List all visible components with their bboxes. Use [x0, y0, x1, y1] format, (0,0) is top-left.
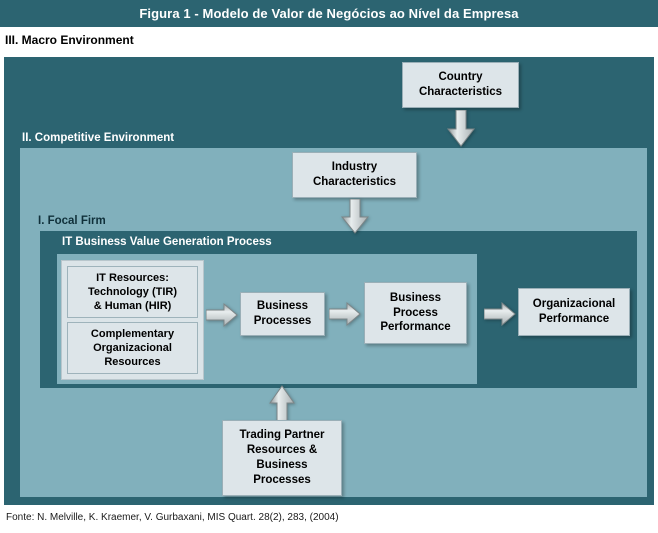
focal-firm-label: I. Focal Firm — [38, 215, 106, 227]
node-organizational-performance: Organizacional Performance — [518, 288, 630, 336]
business-process-performance-line-2: Process — [393, 306, 438, 319]
complementary-line-2: Organizacional — [93, 341, 172, 354]
macro-environment-label: III. Macro Environment — [5, 33, 134, 47]
industry-line-2: Characteristics — [312, 176, 397, 188]
node-business-process-performance: Business Process Performance — [364, 282, 467, 344]
country-line-2: Characteristics — [418, 86, 503, 98]
arrow-country-down — [446, 110, 476, 147]
it-resources-line-3: & Human (HIR) — [93, 300, 172, 313]
source-citation: Fonte: N. Melville, K. Kraemer, V. Gurba… — [6, 512, 339, 523]
resource-group-frame: IT Resources: Technology (TIR) & Human (… — [61, 260, 204, 380]
trading-line-3: Business — [256, 459, 308, 471]
node-it-resources: IT Resources: Technology (TIR) & Human (… — [67, 266, 198, 318]
complementary-line-1: Complementary — [90, 327, 175, 340]
organizational-performance-line-1: Organizacional — [532, 298, 616, 311]
industry-line-1: Industry — [331, 161, 378, 174]
competitive-environment-label: II. Competitive Environment — [22, 132, 175, 144]
arrow-performance-to-organizational — [484, 302, 516, 326]
node-complementary-resources: Complementary Organizacional Resources — [67, 322, 198, 374]
trading-line-1: Trading Partner — [239, 429, 325, 442]
it-resources-line-1: IT Resources: — [96, 271, 169, 284]
figure-title: Figura 1 - Modelo de Valor de Negócios a… — [0, 0, 658, 27]
arrow-industry-down — [340, 199, 370, 234]
country-line-1: Country — [438, 71, 483, 84]
arrow-processes-to-performance — [329, 302, 361, 326]
trading-line-4: Processes — [253, 473, 311, 486]
node-industry-characteristics: Industry Characteristics — [292, 152, 417, 198]
node-trading-partner: Trading Partner Resources & Business Pro… — [222, 420, 342, 496]
node-country-characteristics: Country Characteristics — [402, 62, 519, 108]
business-process-performance-line-3: Performance — [380, 321, 451, 334]
it-resources-line-2: Technology (TIR) — [87, 285, 177, 298]
process-label: IT Business Value Generation Process — [62, 236, 272, 248]
node-business-processes: Business Processes — [240, 292, 325, 336]
business-processes-line-1: Business — [256, 300, 309, 313]
business-process-performance-line-1: Business — [389, 291, 442, 304]
business-processes-line-2: Processes — [253, 315, 312, 327]
trading-line-2: Resources & — [246, 444, 318, 457]
organizational-performance-line-2: Performance — [538, 313, 610, 325]
complementary-line-3: Resources — [104, 356, 161, 369]
arrow-resources-to-processes — [206, 303, 238, 327]
arrow-trading-up — [269, 385, 295, 423]
